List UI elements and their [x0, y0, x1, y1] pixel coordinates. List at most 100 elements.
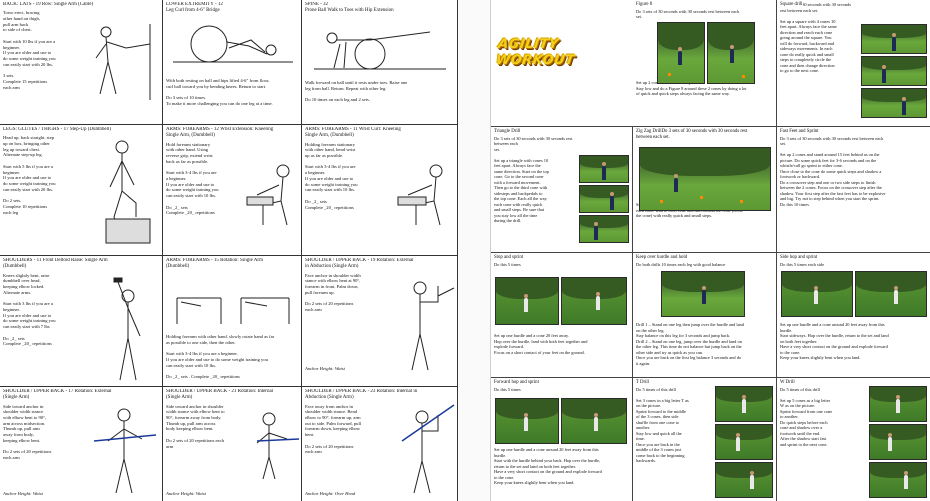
exercise-card-ball-walk: SPINE - 32 Prone Ball Walk to Toes with …: [302, 0, 458, 125]
drill-title: Figure 8: [636, 2, 653, 7]
exercise-instructions: Holding forearm stationary with other ha…: [305, 141, 358, 210]
cable-row-figure-icon: [86, 14, 158, 102]
drill-instructions: Do 3 sets of 30 seconds with 30 seconds …: [780, 2, 851, 73]
drill-title: Stop and sprint: [494, 255, 524, 260]
drill-title: Side hop and sprint: [780, 255, 818, 260]
drill-photo: [861, 88, 927, 118]
drill-photo: [495, 398, 559, 444]
ball-bridge-figure-icon: [169, 16, 297, 66]
drill-title: Zig Zag DrillDo 3 sets of 30 seconds wit…: [636, 129, 748, 140]
agility-banner-cell: AGILITY WORKOUT: [491, 0, 633, 127]
exercise-title: ARMS: FOREARMS - 15 Rotation: Single Arm…: [166, 258, 263, 270]
anchor-height-caption: Anchor Height: Waist: [3, 491, 43, 497]
drill-photo: [579, 215, 629, 243]
band-external-rotation-figure-icon: [90, 405, 160, 497]
drill-photo: [561, 277, 627, 325]
deltoid-raise-figure-icon: [96, 276, 158, 384]
drill-photo: [495, 277, 559, 325]
exercise-instructions: Holding forearm with other hand, slowly …: [166, 334, 275, 380]
drill-card-side-hop: Side hop and sprint Do this 5 times each…: [777, 253, 930, 378]
drill-photo: [855, 271, 927, 317]
drill-card-triangle: Triangle Drill Do 3 sets of 30 seconds w…: [491, 127, 633, 253]
ball-walk-figure-icon: [310, 18, 450, 72]
drill-photo: [561, 398, 627, 444]
drill-photo: [869, 462, 927, 498]
exercise-card-lats-row: BACK: LATS - 19 Row: Single Arm (Cable) …: [0, 0, 163, 125]
drill-photo: [579, 185, 629, 213]
exercise-title: SHOULDER / UPPER BACK - 23 Rotation: Int…: [305, 389, 418, 401]
wrist-curl-figure-icon: [394, 161, 456, 231]
drill-instructions: Do 3 sets of 30 seconds with 30 seconds …: [780, 135, 886, 207]
drill-photo: [707, 22, 755, 84]
exercise-title: SHOULDER / UPPER BACK - 17 Rotation: Ext…: [3, 389, 112, 401]
exercise-grid: BACK: LATS - 19 Row: Single Arm (Cable) …: [0, 0, 458, 501]
drill-photo: [639, 147, 771, 211]
exercise-title: ARMS: FOREARMS - 11 Wrist Curl: Kneeling…: [305, 127, 401, 139]
drill-card-fast-feet: Fast Feet and Sprint Do 3 sets of 30 sec…: [777, 127, 930, 253]
drill-instructions: Do 3 sets of 30 seconds with 30 seconds …: [494, 135, 573, 224]
exercise-title: SHOULDER / UPPER BACK - 19 Rotation: Ext…: [305, 258, 414, 270]
anchor-height-caption: Anchor Height: Waist: [305, 366, 345, 372]
exercise-instructions: Knees slightly bent, raise dumbbell over…: [3, 272, 56, 347]
exercise-card-forearm-rotation: ARMS: FOREARMS - 15 Rotation: Single Arm…: [163, 256, 302, 387]
exercise-sheet-left: BACK: LATS - 19 Row: Single Arm (Cable) …: [0, 0, 458, 501]
drill-card-zig-zag: Zig Zag DrillDo 3 sets of 30 seconds wit…: [633, 127, 777, 253]
agility-workout-banner: AGILITY WORKOUT: [495, 37, 623, 68]
drill-card-hurdle-hold: Keep over hurdle and hold Do both drills…: [633, 253, 777, 378]
drill-title: Forward hop and sprint: [494, 380, 539, 385]
step-up-figure-icon: [92, 137, 158, 249]
exercise-title: LOWER EXTREMITY - 12 Leg Curl from 4-6" …: [166, 2, 223, 14]
exercise-card-wrist-extension: ARMS: FOREARMS - 12 Wrist Extension: Kne…: [163, 125, 302, 256]
drill-photo: [715, 424, 773, 460]
drill-card-w-drill: W Drill Do 5 times of this drill Set up …: [777, 378, 930, 501]
drill-title: Keep over hurdle and hold: [636, 255, 688, 260]
exercise-title: ARMS: FOREARMS - 12 Wrist Extension: Kne…: [166, 127, 274, 139]
exercise-title: LEGS: GLUTES / THIGHS - 17 Step-Up (Dumb…: [3, 127, 112, 132]
drill-instructions: Do both drills 10 times each leg with go…: [636, 261, 744, 366]
drill-photo: [869, 424, 927, 460]
drill-photo: [715, 462, 773, 498]
exercise-card-leg-curl: LOWER EXTREMITY - 12 Leg Curl from 4-6" …: [163, 0, 302, 125]
exercise-instructions: Torso erect, bracing other hand on thigh…: [3, 10, 56, 90]
drill-title: Fast Feet and Sprint: [780, 129, 819, 134]
anchor-height-caption: Anchor Height: Waist: [166, 491, 206, 497]
exercise-card-internal-rotation-abduction: SHOULDER / UPPER BACK - 23 Rotation: Int…: [302, 387, 458, 501]
drill-instructions: Do this 5 times Set up one hurdle and a …: [494, 261, 588, 355]
exercise-title: BACK: LATS - 19 Row: Single Arm (Cable): [3, 2, 94, 7]
forearm-rotation-figure-icon: [171, 278, 295, 328]
drill-photo: [715, 386, 773, 422]
exercise-title: SHOULDERS - 11 Front Deltoid Raise: Sing…: [3, 258, 108, 270]
exercise-instructions: Face away from anchor in shoulder width …: [305, 403, 362, 455]
drill-photo: [657, 22, 705, 84]
drill-photo: [661, 271, 745, 317]
internal-rotation-abduction-figure-icon: [392, 401, 456, 497]
drill-instructions: Do 5 times of this drill Set 3 cones in …: [636, 386, 689, 464]
band-internal-rotation-figure-icon: [247, 411, 301, 481]
anchor-height-caption: Anchor Height: Over Head: [305, 491, 356, 497]
drill-card-square: Do 3 sets of 30 seconds with 30 seconds …: [777, 0, 930, 127]
drill-card-t-drill: T Drill Do 5 times of this drill Set 3 c…: [633, 378, 777, 501]
exercise-title: SPINE - 32 Prone Ball Walk to Toes with …: [305, 2, 394, 14]
drill-photo: [579, 155, 629, 183]
drill-card-forward-hop: Forward hop and sprint Do this 5 times S…: [491, 378, 633, 501]
exercise-instructions: Walk forward on ball until it rests unde…: [305, 80, 408, 103]
exercise-instructions: Side toward anchor in shoulder width sta…: [166, 403, 225, 449]
exercise-instructions: With both resting on ball and hips lifte…: [166, 78, 273, 106]
exercise-card-band-external-rotation: SHOULDER / UPPER BACK - 17 Rotation: Ext…: [0, 387, 163, 501]
exercise-card-band-internal-rotation: SHOULDER / UPPER BACK - 21 Rotation: Int…: [163, 387, 302, 501]
drill-photo: [861, 56, 927, 86]
agility-workout-sheet: AGILITY WORKOUT Figure 8 Do 3 sets of 30…: [490, 0, 930, 501]
drill-photo: [861, 24, 927, 54]
exercise-card-step-up: LEGS: GLUTES / THIGHS - 17 Step-Up (Dumb…: [0, 125, 163, 256]
drill-instructions: Do this 5 times Set up one hurdle and a …: [494, 386, 602, 486]
drill-title: T Drill: [636, 380, 650, 385]
exercise-instructions: Face anchor in shoulder width stance wit…: [305, 272, 361, 312]
drill-card-stop-sprint: Stop and sprint Do this 5 times Set up o…: [491, 253, 633, 378]
wrist-extension-figure-icon: [243, 161, 301, 231]
drill-title: Triangle Drill: [494, 129, 521, 134]
drill-instructions: Do 5 times of this drill Set up 5 cones …: [780, 386, 833, 447]
exercise-title: SHOULDER / UPPER BACK - 21 Rotation: Int…: [166, 389, 274, 401]
drill-photo: [781, 271, 853, 317]
exercise-instructions: Hold forearm stationary with other hand.…: [166, 141, 219, 216]
exercise-card-external-rotation-abduction: SHOULDER / UPPER BACK - 19 Rotation: Ext…: [302, 256, 458, 387]
